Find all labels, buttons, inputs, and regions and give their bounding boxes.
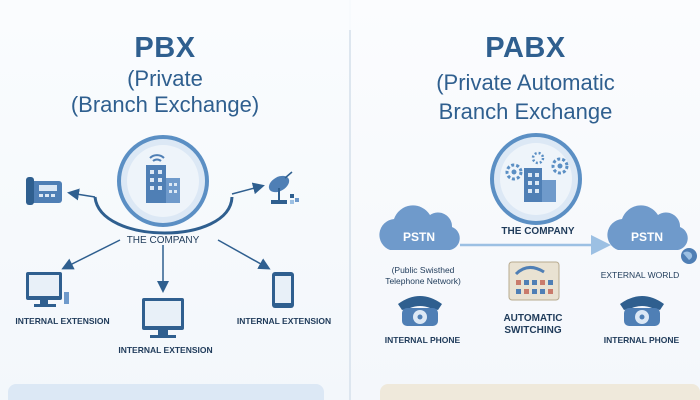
pbx-ext-center-label: INTERNAL EXTENSION [118,345,213,355]
link-desk-phone [67,188,96,201]
rotary-phone-right-icon [620,296,664,326]
automatic-label-line1: AUTOMATIC [503,313,563,324]
globe-icon [681,248,697,264]
gear-icon [505,151,569,181]
pabx-company-icon [490,133,582,225]
switchboard-icon [508,261,560,301]
pabx-title: PABX [485,32,566,64]
pstn-desc-line1: (Public Swisthed [391,265,455,275]
pstn-right-label: PSTN [630,230,663,244]
pbx-ext-right-label: INTERNAL EXTENSION [236,316,332,326]
link-ext-right [217,239,271,270]
external-world-label: EXTERNAL WORLD [600,270,680,280]
link-satellite [231,182,265,195]
pbx-subtitle-line1: (Private [127,66,203,91]
pbx-company-label: THE COMPANY [126,235,200,246]
phone-right-label: INTERNAL PHONE [603,335,680,345]
pbx-ext-left-label: INTERNAL EXTENSION [15,316,110,326]
pabx-subtitle-line2: Branch Exchange [438,99,613,124]
monitor-center-icon [142,298,184,338]
pstn-cloud-left-icon [379,205,460,250]
company-building-icon [117,135,209,227]
rotary-phone-left-icon [398,296,442,326]
pbx-subtitle-line2: (Branch Exchange) [70,92,260,117]
satellite-dish-icon [268,171,299,204]
desk-phone-icon [26,177,62,205]
panel-divider [349,30,351,400]
mobile-phone-icon [272,272,294,308]
phone-left-label: INTERNAL PHONE [384,335,461,345]
pstn-desc-line2: Telephone Network) [385,276,461,286]
monitor-left-icon [26,272,69,307]
pabx-subtitle-line1: (Private Automatic [436,70,615,95]
automatic-label-line2: SWITCHING [504,325,562,336]
pabx-bottom-bar [380,384,700,400]
company-arc [93,196,234,235]
pbx-bottom-bar [8,384,324,400]
link-ext-left [61,239,121,270]
pabx-company-label: THE COMPANY [501,226,575,237]
pstn-left-label: PSTN [402,230,435,244]
pbx-title: PBX [134,32,196,64]
pstn-cloud-right-icon [607,205,688,250]
